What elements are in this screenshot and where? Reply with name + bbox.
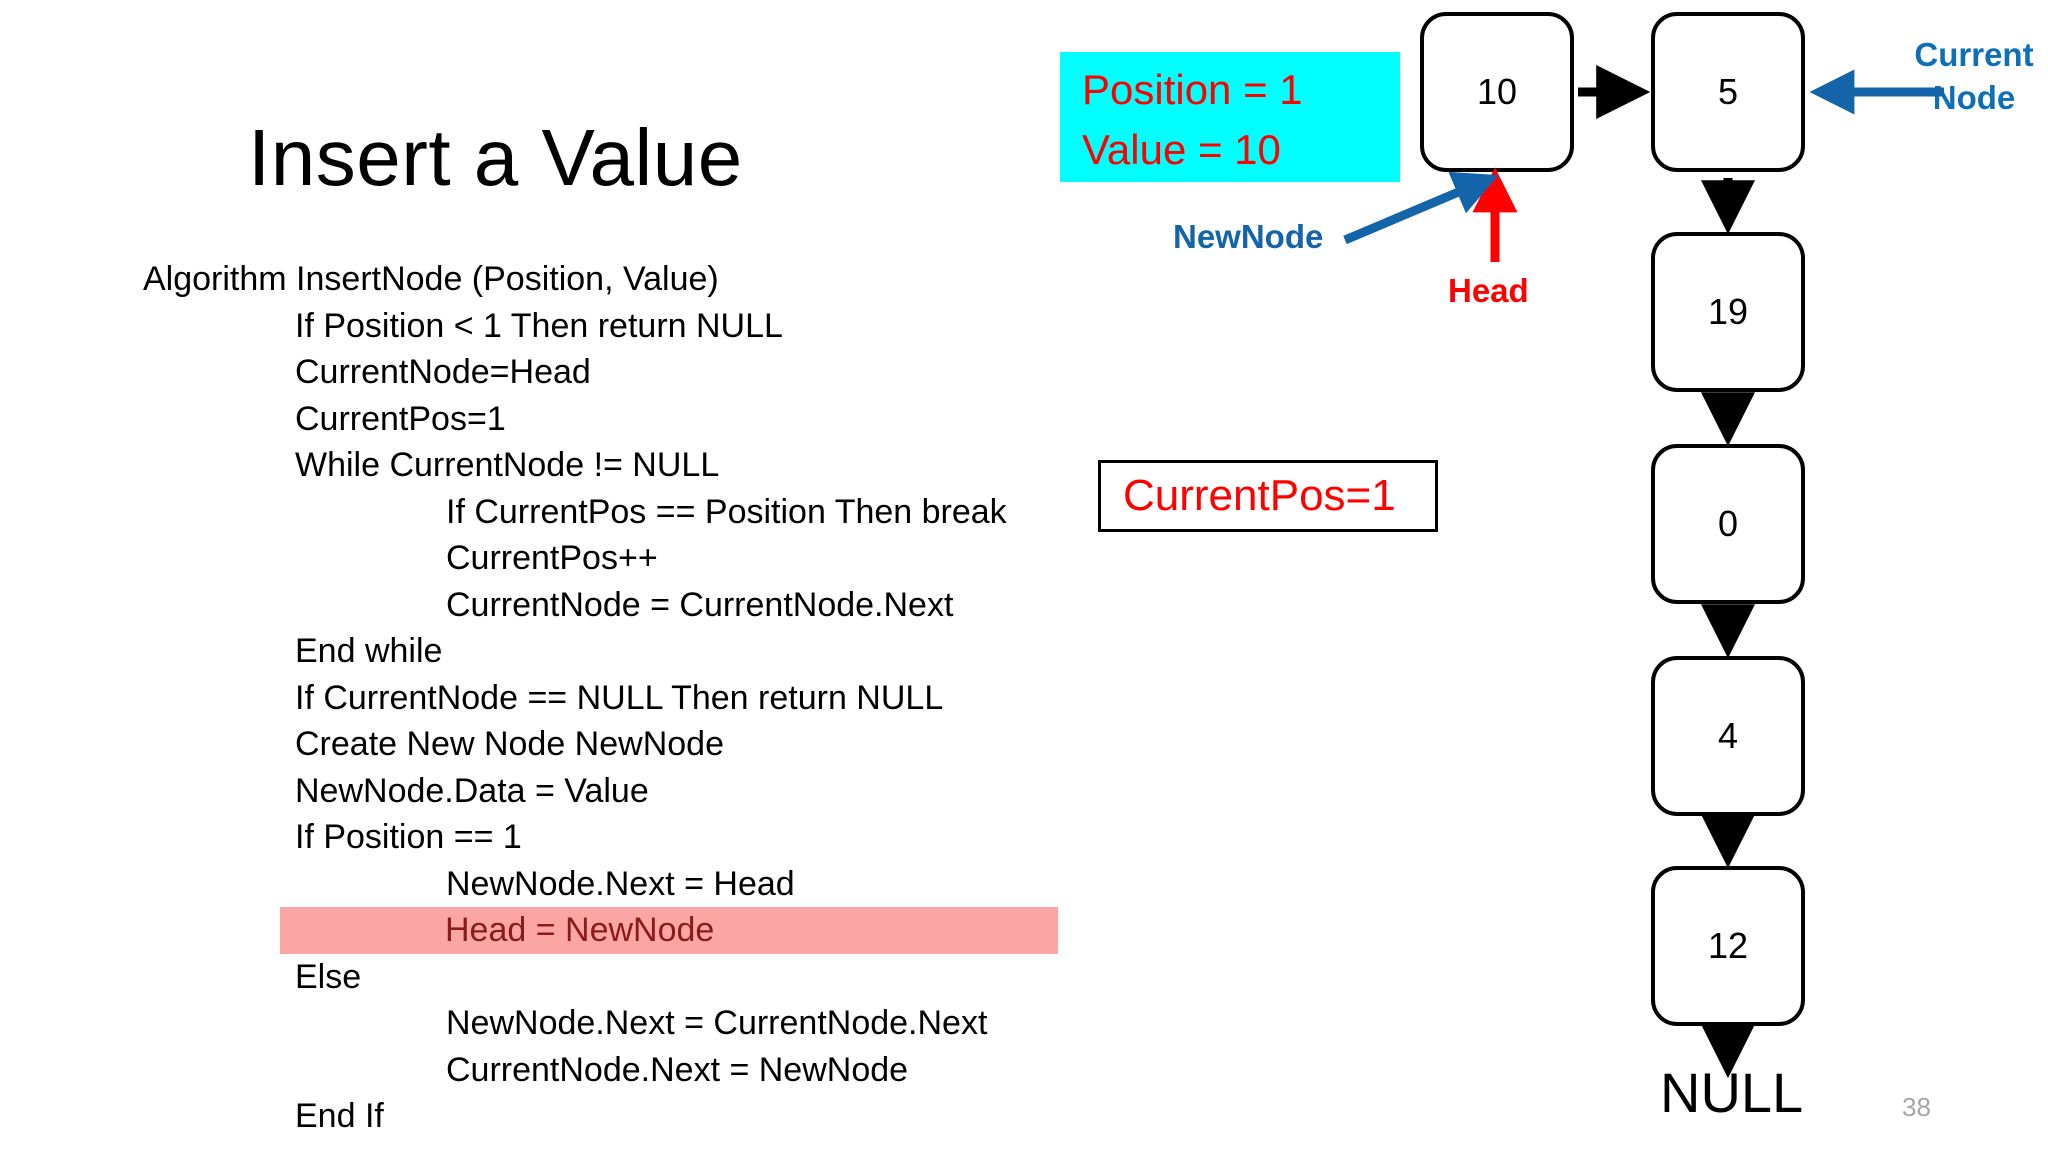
code-line: End If: [295, 1097, 384, 1135]
code-line: End while: [295, 632, 443, 670]
list-node-4: 4: [1651, 656, 1805, 816]
code-line: If Position == 1: [295, 818, 522, 856]
code-line: If CurrentPos == Position Then break: [446, 492, 1007, 531]
code-line: NewNode.Next = CurrentNode.Next: [446, 1004, 988, 1042]
code-line: CurrentNode = CurrentNode.Next: [446, 585, 954, 624]
list-node-19: 19: [1651, 232, 1805, 392]
code-line: Create New Node NewNode: [295, 725, 724, 763]
code-line: NewNode.Next = Head: [446, 864, 795, 903]
code-line: Else: [295, 957, 362, 996]
code-line: CurrentPos++: [446, 539, 658, 577]
code-line-highlighted: Head = NewNode: [280, 907, 1058, 954]
null-terminator-label: NULL: [1660, 1061, 1804, 1124]
code-line-text: Head = NewNode: [445, 911, 715, 949]
code-line: If CurrentNode == NULL Then return NULL: [295, 678, 944, 717]
page-number: 38: [1902, 1092, 1931, 1122]
code-line: NewNode.Data = Value: [295, 771, 649, 810]
code-line: Algorithm InsertNode (Position, Value): [143, 260, 719, 298]
current-node-label-line2: Node: [1932, 79, 2016, 116]
list-node-12: 12: [1651, 866, 1805, 1026]
code-line: CurrentNode=Head: [295, 353, 591, 391]
algorithm-code-block: Algorithm InsertNode (Position, Value) If…: [143, 256, 1103, 1140]
code-line: If Position < 1 Then return NULL: [295, 306, 783, 345]
parameter-value-line: Value = 10: [1082, 126, 1281, 173]
current-node-label-line1: Current: [1914, 36, 2034, 73]
list-node-0: 0: [1651, 444, 1805, 604]
head-label: Head: [1448, 272, 1529, 309]
page-title: Insert a Value: [248, 113, 743, 202]
currentpos-box: CurrentPos=1: [1098, 460, 1438, 532]
parameter-position-line: Position = 1: [1082, 66, 1303, 113]
code-line: CurrentPos=1: [295, 399, 506, 438]
code-line: CurrentNode.Next = NewNode: [446, 1050, 909, 1089]
parameter-box: Position = 1 Value = 10: [1060, 52, 1400, 182]
list-node-5: 5: [1651, 12, 1805, 172]
list-node-10: 10: [1420, 12, 1574, 172]
newnode-label: NewNode: [1173, 218, 1324, 255]
current-node-label: Current Node: [1900, 33, 2048, 119]
newnode-pointer-arrow: [1343, 171, 1499, 245]
code-line: While CurrentNode != NULL: [295, 446, 720, 484]
